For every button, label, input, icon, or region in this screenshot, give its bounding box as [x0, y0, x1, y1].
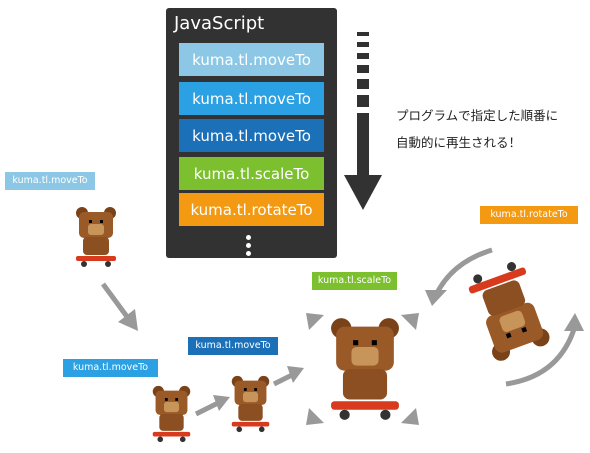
bear-sprite-2 — [152, 385, 191, 443]
bear-sprite-rotated — [468, 262, 550, 361]
panel-title: JavaScript — [174, 13, 265, 34]
code-row-1: kuma.tl.moveTo — [179, 43, 324, 76]
code-row-3: kuma.tl.moveTo — [179, 119, 324, 152]
code-row-5: kuma.tl.rotateTo — [179, 193, 324, 226]
explanation-line-2: 自動的に再生される！ — [396, 135, 522, 150]
rotate-arrowheads — [425, 290, 584, 331]
more-dots — [246, 235, 252, 259]
sequence-arrow — [344, 32, 382, 210]
arrow-right-1 — [194, 395, 230, 417]
tag-moveto-2: kuma.tl.moveTo — [63, 359, 158, 377]
bear-sprite-large — [331, 318, 399, 420]
rotate-arrows — [433, 247, 578, 387]
code-panel: JavaScript kuma.tl.moveTo kuma.tl.moveTo… — [166, 8, 337, 258]
tag-rotateto: kuma.tl.rotateTo — [480, 206, 578, 224]
bear-sprite-1 — [76, 207, 116, 267]
explanation-line-1: プログラムで指定した順番に — [396, 108, 559, 123]
code-row-2: kuma.tl.moveTo — [179, 82, 324, 115]
bear-sprite-3 — [231, 375, 270, 433]
arrow-right-2 — [272, 366, 304, 387]
tag-moveto-3: kuma.tl.moveTo — [188, 337, 278, 355]
tag-moveto-1: kuma.tl.moveTo — [5, 172, 95, 190]
code-row-4: kuma.tl.scaleTo — [179, 157, 324, 190]
arrow-down-diagonal — [100, 282, 138, 331]
tag-scaleto: kuma.tl.scaleTo — [312, 272, 397, 290]
explanation-text: プログラムで指定した順番に 自動的に再生される！ — [396, 102, 558, 156]
scale-arrows — [306, 313, 419, 425]
